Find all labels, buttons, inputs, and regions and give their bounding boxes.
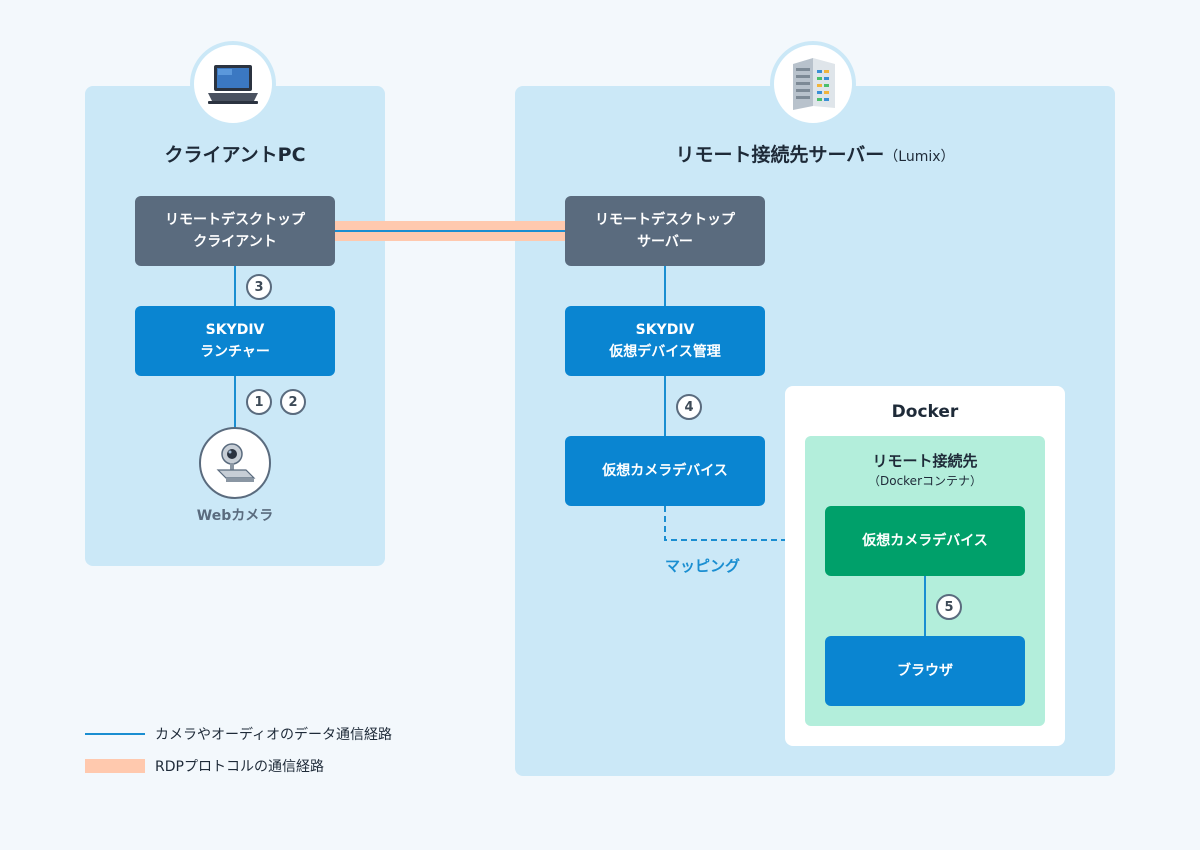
legend-rdp-text: RDPプロトコルの通信経路 [155,759,324,775]
rdp-server-line2: サーバー [637,234,693,250]
server-connector-top [664,266,666,306]
legend-data-line [85,733,145,735]
rdp-client-node: リモートデスクトップ クライアント [135,196,335,266]
launcher-line1: SKYDIV [205,322,265,338]
mapping-dashed-line [664,506,825,541]
docker-virtual-camera-node: 仮想カメラデバイス [825,506,1025,576]
server-icon [770,41,856,127]
step-badge-2: 2 [280,389,306,415]
client-connector-top [234,266,236,306]
rdp-data-line [335,230,565,232]
remote-server-title-main: リモート接続先サーバー [675,144,885,166]
mapping-label: マッピング [665,557,741,575]
client-connector-bottom [234,376,236,428]
client-pc-title: クライアントPC [164,144,306,166]
virtual-mgmt-line2: 仮想デバイス管理 [609,344,721,360]
legend-rdp-swatch [85,759,145,773]
laptop-icon [190,41,276,127]
rdp-client-line2: クライアント [193,234,277,250]
step-badge-4: 4 [676,394,702,420]
rdp-server-line1: リモートデスクトップ [595,212,735,228]
server-virtual-camera-node: 仮想カメラデバイス [565,436,765,506]
rdp-client-line1: リモートデスクトップ [165,212,305,228]
step-badge-1: 1 [246,389,272,415]
container-subtitle: （Dockerコンテナ） [867,474,983,488]
remote-server-title: リモート接続先サーバー（Lumix） [515,140,1115,167]
remote-server-title-suffix: （Lumix） [884,149,955,165]
browser-label: ブラウザ [897,663,953,679]
webcam-icon [199,427,271,499]
docker-virtual-camera-label: 仮想カメラデバイス [862,533,988,549]
browser-node: ブラウザ [825,636,1025,706]
skydiv-launcher-node: SKYDIV ランチャー [135,306,335,376]
server-virtual-camera-label: 仮想カメラデバイス [602,463,728,479]
launcher-line2: ランチャー [200,344,270,360]
virtual-mgmt-line1: SKYDIV [635,322,695,338]
docker-connector [924,576,926,636]
container-title: リモート接続先 [872,452,978,470]
virtual-device-mgmt-node: SKYDIV 仮想デバイス管理 [565,306,765,376]
rdp-server-node: リモートデスクトップ サーバー [565,196,765,266]
webcam-label: Webカメラ [196,508,274,524]
server-connector-middle [664,376,666,436]
step-badge-5: 5 [936,594,962,620]
legend-data-text: カメラやオーディオのデータ通信経路 [155,727,393,743]
docker-title: Docker [891,402,959,422]
step-badge-3: 3 [246,274,272,300]
